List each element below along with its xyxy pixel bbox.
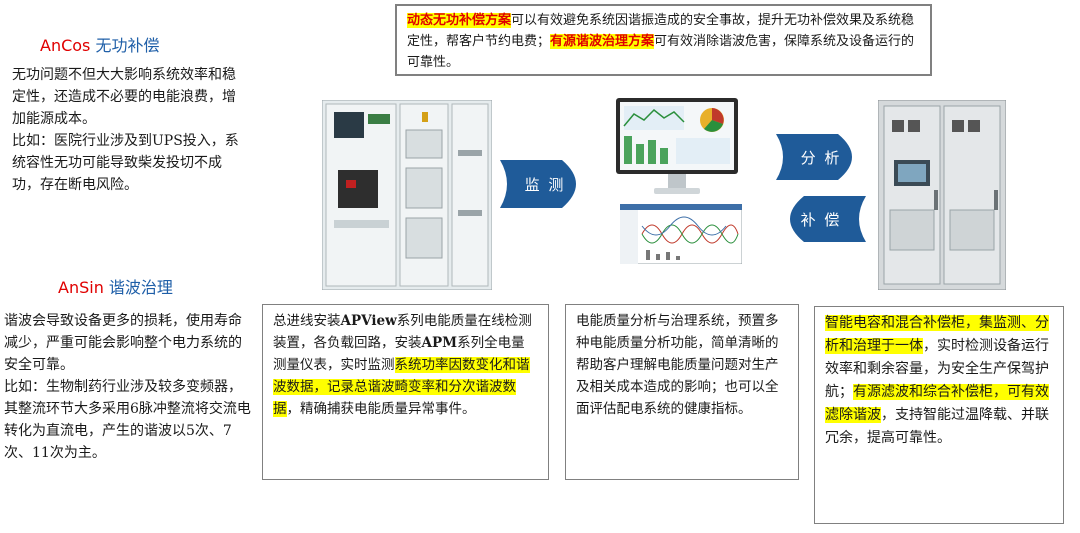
box1-apm: APM — [421, 335, 458, 351]
software-window-image — [619, 203, 743, 265]
box3-text-1: ，实时检测设备运行效率和剩余容量，为安全生产保驾护航； — [825, 338, 1049, 400]
ansin-brand: AnSin — [58, 278, 104, 297]
box3-text-2: ，支持智能过温降载、并联冗余，提高可靠性。 — [825, 407, 1049, 446]
box1-apview: APView — [340, 313, 397, 329]
ancos-brand: AnCos — [40, 36, 91, 55]
ancos-description: 无功问题不但大大影响系统效率和稳定性，还造成不必要的电能浪费，增加能源成本。 比… — [12, 64, 244, 196]
top-description-box: 动态无功补偿方案可以有效避免系统因谐振造成的安全事故，提升无功补偿效果及系统稳定… — [395, 4, 932, 76]
compensate-label: 补 偿 — [800, 210, 842, 229]
compensation-description-box: 智能电容和混合补偿柜，集监测、分析和治理于一体，实时检测设备运行效率和剩余容量，… — [814, 306, 1064, 524]
cabinet-illustration — [321, 99, 493, 291]
monitor-illustration — [616, 98, 738, 194]
box1-text-4: ，精确捕获电能质量异常事件。 — [286, 401, 476, 417]
monitor-arrow: 监 测 — [500, 160, 590, 208]
arrow-shape-left — [790, 196, 866, 242]
ancos-text-1: 无功问题不但大大影响系统效率和稳定性，还造成不必要的电能浪费，增加能源成本。 — [12, 67, 236, 127]
arrow-shape-right — [776, 134, 852, 180]
waveform-illustration — [619, 203, 743, 265]
ansin-topic: 谐波治理 — [108, 278, 173, 297]
analysis-description-box: 电能质量分析与治理系统，预置多种电能质量分析功能，简单清晰的帮助客户理解电能质量… — [565, 304, 799, 480]
box1-text-2: 系列电能质量在线检测装置，各负载回路，安装 — [273, 313, 532, 351]
compensation-cabinet-image — [877, 99, 1007, 291]
box1-text-3: 系列全电量测量仪表，实时监测 — [273, 335, 525, 373]
ancos-heading: AnCos 无功补偿 — [40, 32, 160, 56]
monitoring-cabinet-image — [321, 99, 493, 291]
box2-text: 电能质量分析与治理系统，预置多种电能质量分析功能，简单清晰的帮助客户理解电能质量… — [576, 313, 779, 417]
monitoring-description-box: 总进线安装APView系列电能质量在线检测装置，各负载回路，安装APM系列全电量… — [262, 304, 549, 480]
monitor-label: 监 测 — [524, 175, 566, 194]
active-harmonic-label: 有源谐波治理方案 — [550, 34, 655, 49]
ansin-text-1: 谐波会导致设备更多的损耗，使用寿命减少，严重可能会影响整个电力系统的安全可靠。 — [4, 313, 242, 373]
ansin-heading: AnSin 谐波治理 — [58, 274, 173, 298]
cabinet-illustration — [877, 99, 1007, 291]
dynamic-var-compensation-label: 动态无功补偿方案 — [407, 13, 512, 28]
monitor-screen-image — [616, 98, 738, 196]
ansin-text-2: 比如：生物制药行业涉及较多变频器，其整流环节大多采用6脉冲整流将交流电转化为直流… — [4, 379, 251, 461]
analyze-arrow: 分 析 — [776, 134, 866, 180]
ancos-topic: 无功补偿 — [95, 36, 160, 55]
top-text-2: 可有效消除谐波危害，保障系统及设备运行的可靠性。 — [407, 34, 915, 70]
top-text-1: 可以有效避免系统因谐振造成的安全事故，提升无功补偿效果及系统稳定性，帮客户节约电… — [407, 13, 915, 49]
box1-text-1: 总进线安装 — [273, 313, 341, 329]
ansin-description: 谐波会导致设备更多的损耗，使用寿命减少，严重可能会影响整个电力系统的安全可靠。 … — [4, 310, 252, 464]
compensate-arrow: 补 偿 — [776, 196, 866, 242]
analyze-label: 分 析 — [800, 148, 842, 167]
arrow-shape-right — [500, 160, 576, 208]
ancos-text-2: 比如：医院行业涉及到UPS投入，系统容性无功可能导致柴发投切不成功，存在断电风险… — [12, 133, 239, 193]
